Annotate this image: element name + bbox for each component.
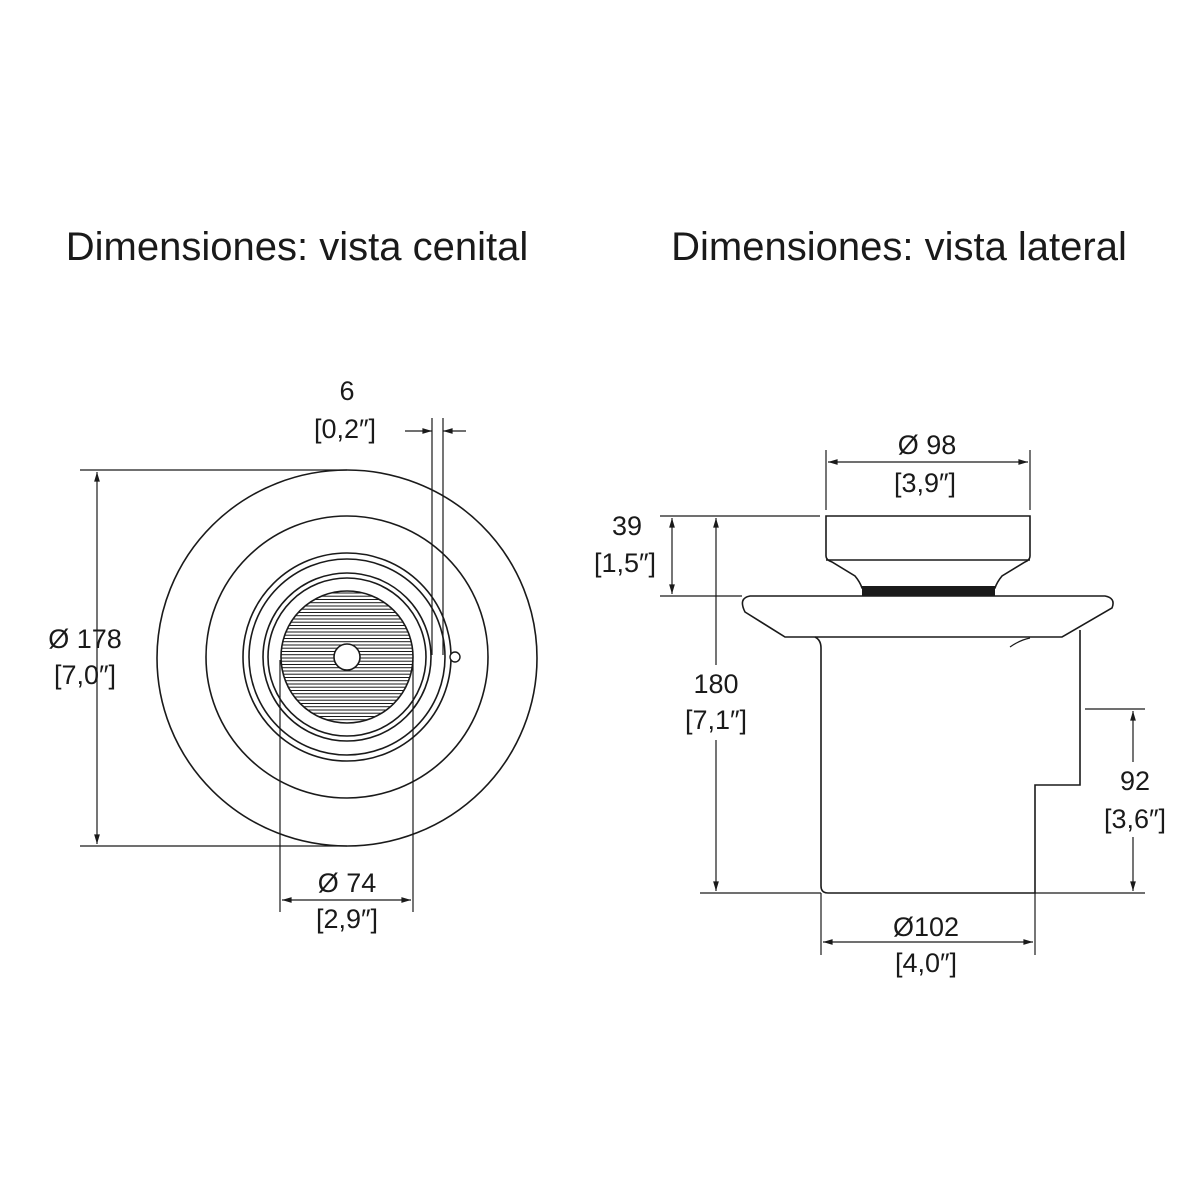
grille-outline bbox=[280, 590, 414, 724]
side-nub bbox=[449, 651, 461, 663]
gap-dimension-inch: [0,2″] bbox=[314, 414, 376, 444]
cap-height-inch: [1,5″] bbox=[594, 548, 656, 578]
total-height-inch: [7,1″] bbox=[685, 705, 747, 735]
side-view-title: Dimensiones: vista lateral bbox=[671, 225, 1127, 269]
ring-4 bbox=[267, 577, 427, 737]
grille-diameter-mm: Ø 74 bbox=[318, 868, 377, 898]
cap-height-mm: 39 bbox=[612, 511, 642, 541]
grille-slat bbox=[281, 599, 413, 604]
grille-slat bbox=[281, 631, 413, 636]
step-height-mm: 92 bbox=[1120, 766, 1150, 796]
ring-3 bbox=[262, 572, 432, 742]
top-view-title: Dimensiones: vista cenital bbox=[66, 225, 528, 269]
grille-slat bbox=[281, 716, 413, 721]
body-diameter-mm: Ø102 bbox=[893, 912, 959, 942]
grille-slat bbox=[281, 612, 413, 617]
grille-slat bbox=[281, 592, 413, 597]
grille-slat bbox=[281, 690, 413, 695]
gap-dimension-mm: 6 bbox=[339, 376, 354, 406]
flange-inner-circle bbox=[205, 515, 489, 799]
ring-2 bbox=[248, 558, 446, 756]
outer-diameter-mm: Ø 178 bbox=[48, 624, 122, 654]
cap-diameter-inch: [3,9″] bbox=[894, 468, 956, 498]
total-height-mm: 180 bbox=[693, 669, 738, 699]
outer-diameter-inch: [7,0″] bbox=[54, 660, 116, 690]
grille-diameter-inch: [2,9″] bbox=[316, 904, 378, 934]
step-height-inch: [3,6″] bbox=[1104, 804, 1166, 834]
cap bbox=[825, 515, 1031, 589]
flange bbox=[741, 595, 1114, 638]
grille-slat bbox=[281, 677, 413, 682]
body bbox=[814, 630, 1081, 894]
body-diameter-inch: [4,0″] bbox=[895, 948, 957, 978]
grille-slat bbox=[281, 605, 413, 610]
grille-slat bbox=[281, 709, 413, 714]
top-view-drawing: 6 [0,2″] Ø 178 [7,0″] Ø 74 [2,9″] bbox=[48, 376, 538, 934]
grille-slat bbox=[281, 618, 413, 623]
side-view-drawing: Ø 98 [3,9″] 39 [1,5″] 180 [7,1″] 92 [3,6… bbox=[594, 430, 1175, 978]
cap-diameter-mm: Ø 98 bbox=[898, 430, 957, 460]
thread-band bbox=[862, 586, 995, 596]
grille-slat bbox=[281, 683, 413, 688]
grille-slat bbox=[281, 696, 413, 701]
grille-slat bbox=[281, 625, 413, 630]
grille-slat bbox=[281, 703, 413, 708]
center-hole bbox=[333, 643, 361, 671]
grille-slat bbox=[281, 670, 413, 675]
grille-slat bbox=[281, 638, 413, 643]
